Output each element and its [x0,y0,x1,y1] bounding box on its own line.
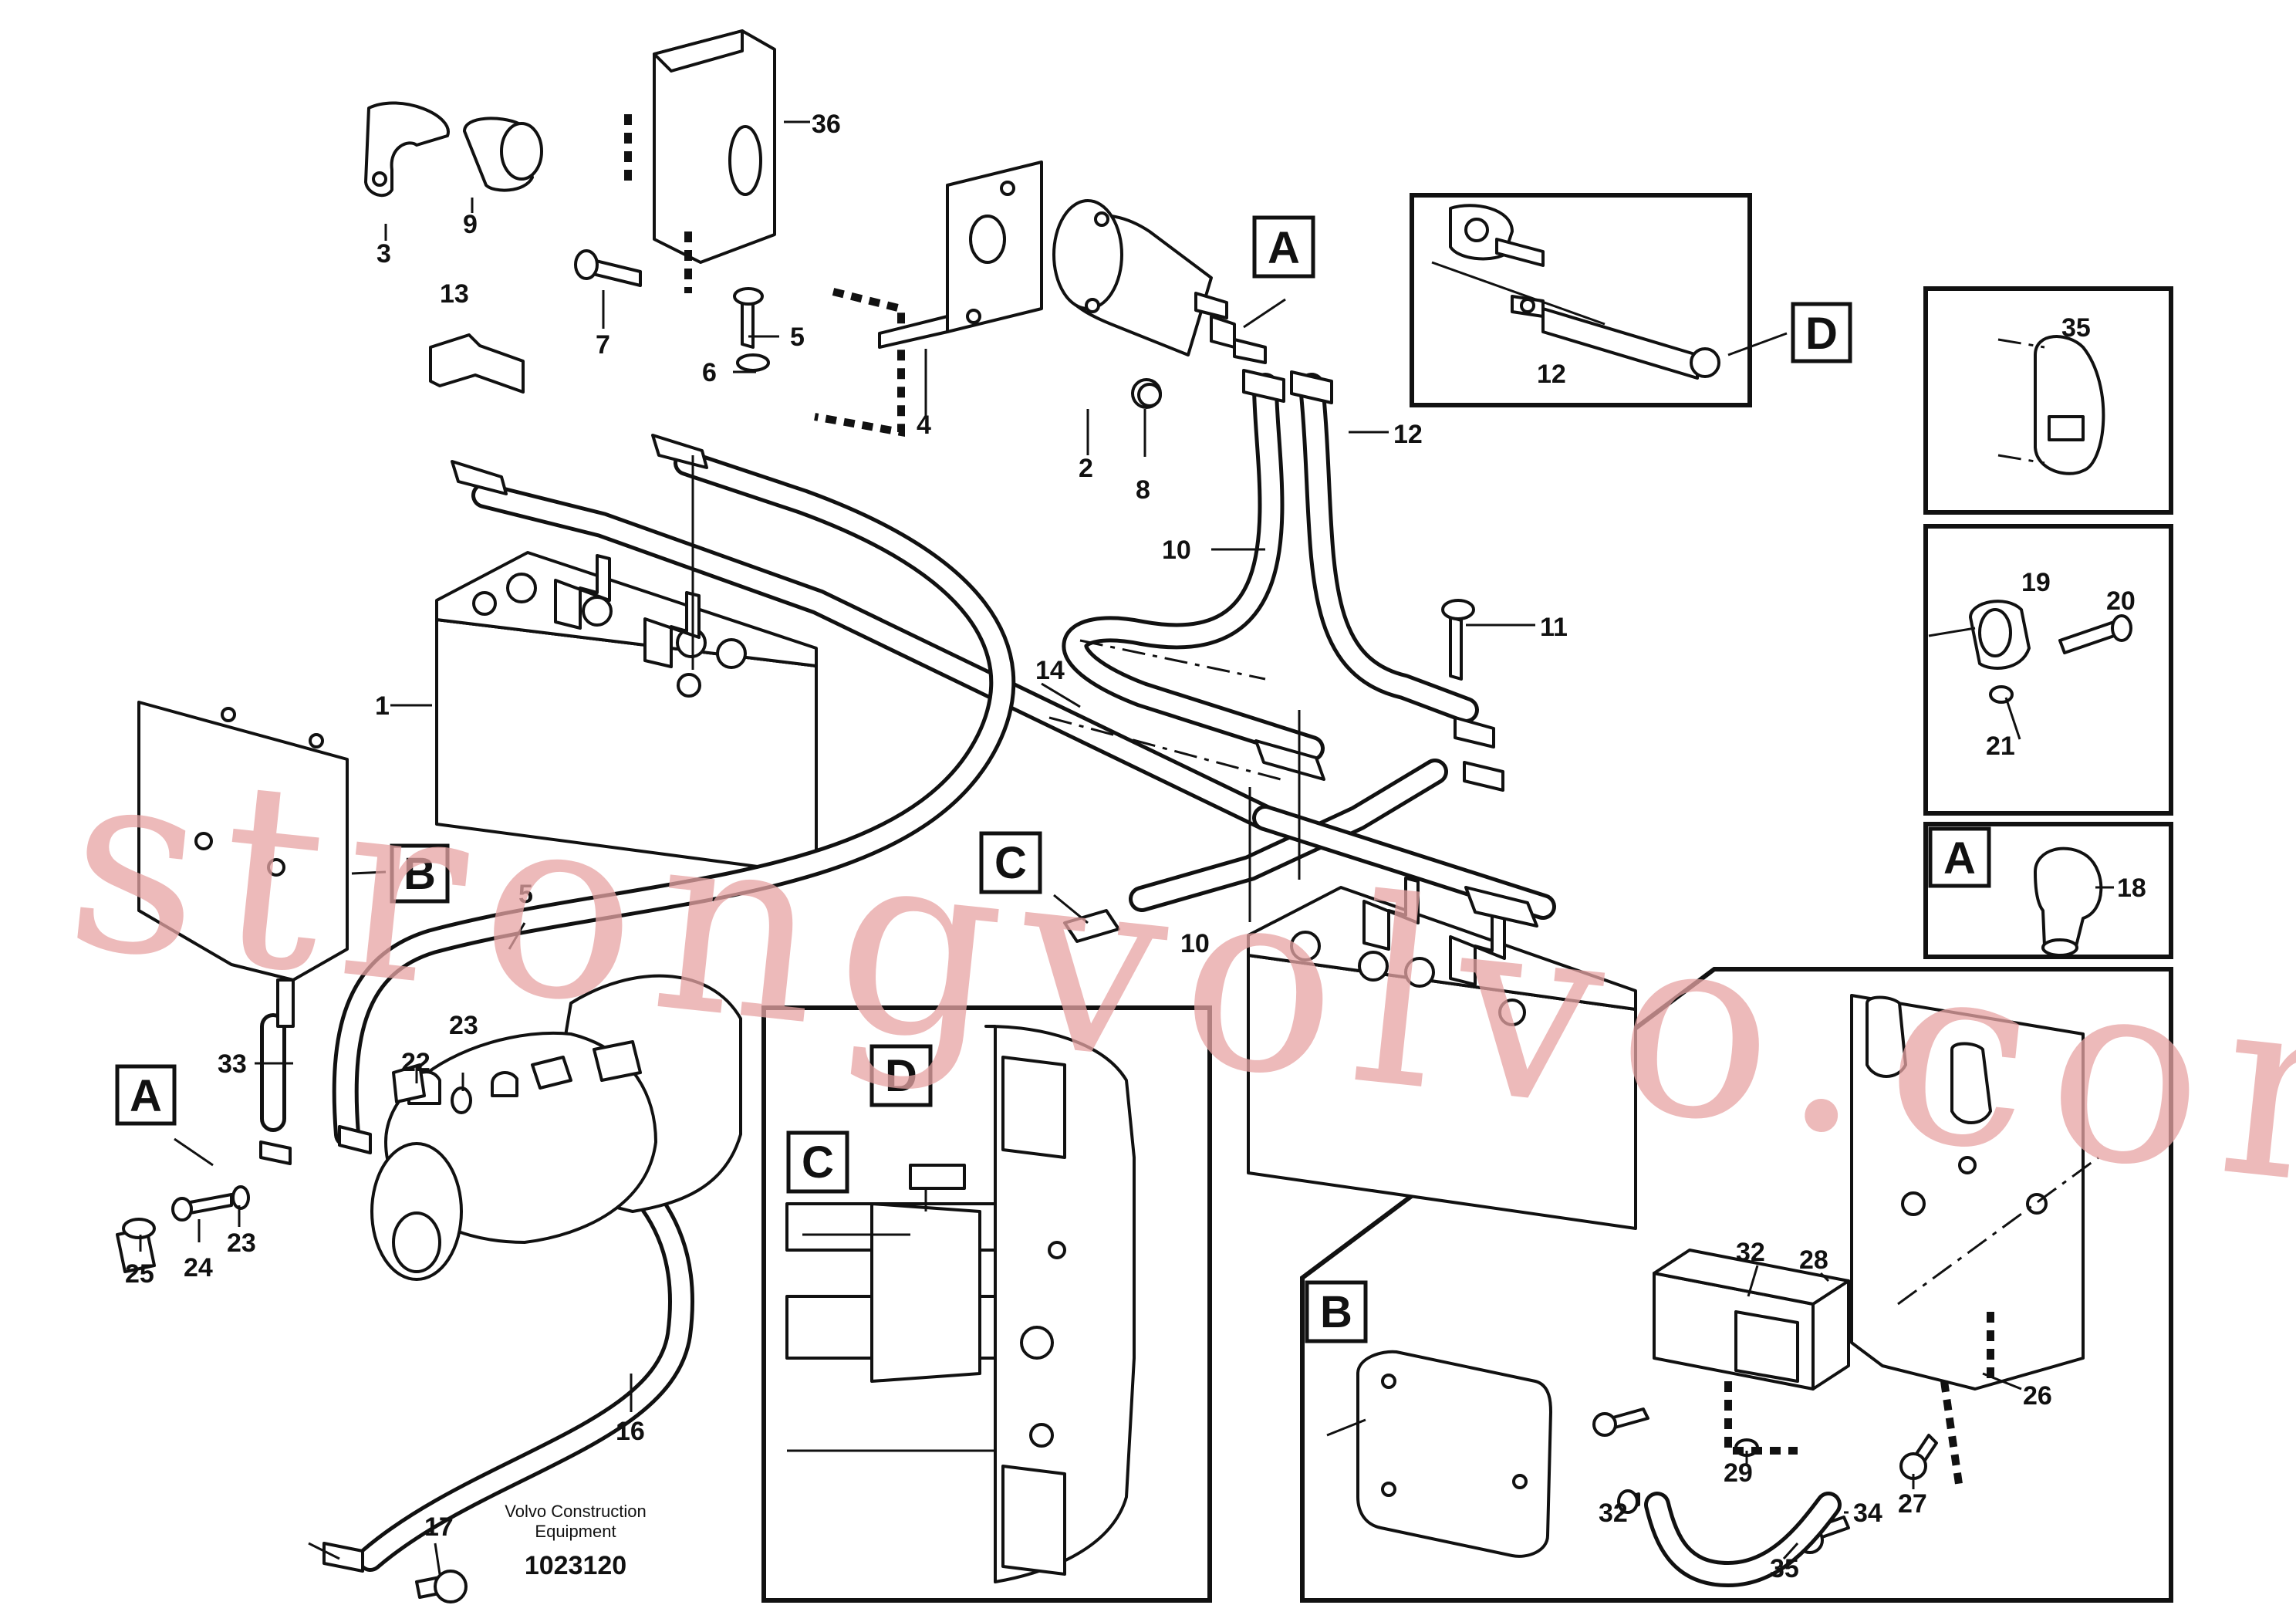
view-tag-b-arrow-text: B [403,849,436,899]
callout-2: 2 [1079,454,1093,483]
callout-18: 18 [2117,874,2146,903]
callout-8: 8 [1136,475,1150,505]
view-tag-a-starter-text: A [130,1071,162,1121]
callout-16: 16 [616,1417,645,1446]
power-plate-b [137,701,349,1028]
callout-10-main: 10 [1162,536,1191,565]
detail-35-frame [1923,286,2173,515]
callout-36: 36 [812,110,841,139]
leader-lines [139,120,2114,1575]
plate-4 [878,161,1043,349]
caption-line-1: Volvo Construction [505,1502,646,1521]
callout-33: 34 [1853,1499,1882,1528]
caption-line-2: Equipment [535,1522,616,1541]
view-tag-c-inset-text: C [802,1137,834,1188]
drawing-number: 1023120 [525,1551,626,1580]
callout-21: 21 [1986,732,2015,761]
detail-b-content [1326,994,2099,1588]
callout-3: 3 [376,239,391,269]
detail-d-content [1431,204,1720,380]
callout-24: 24 [184,1253,213,1282]
callout-23-bottom: 23 [227,1228,256,1258]
caption-block: Volvo Construction Equipment 1023120 [505,1502,646,1580]
view-tag-a-detail-text: A [1943,833,1976,884]
callout-11: 11 [1540,613,1568,642]
callout-22: 22 [401,1048,430,1077]
view-tag-a-main: A [1252,215,1315,279]
view-tag-d-inset-text: D [885,1051,917,1101]
callout-numbers: 36 3 9 13 7 5 6 4 2 8 12 12 10 11 14 1 5… [125,110,2146,1583]
main-switch-2 [1052,199,1267,409]
view-tag-c-inset: C [786,1130,849,1194]
callout-29: 29 [1724,1458,1753,1488]
callout-32-detail: 32 [1599,1499,1628,1528]
callout-12-detail: 12 [1537,360,1566,389]
battery-cables [259,369,1556,1573]
callout-23-top: 23 [449,1011,478,1040]
callout-7: 7 [596,330,610,360]
view-tag-a-detail: A [1928,826,1991,888]
callout-5: 5 [790,323,805,352]
view-arrows [174,298,1788,1167]
view-tag-c-cable: C [979,831,1042,894]
callout-20: 20 [2106,586,2136,616]
hardware-22-25 [116,1063,472,1603]
detail-b-frame [1300,967,2173,1603]
detail-clamp-content [1969,600,2132,704]
detail-a-18-content [2034,846,2103,957]
callout-35: 35 [2061,313,2091,343]
callout-9: 9 [463,210,478,239]
callout-31: 32 [1736,1238,1765,1267]
inset-location-frame [761,1005,1212,1603]
callout-10-cable: 10 [1180,929,1210,958]
small-parts [364,101,1475,681]
view-tag-b-detail-text: B [1320,1287,1352,1337]
callout-32-main: 33 [218,1049,247,1079]
callout-14: 13 [440,279,469,309]
view-tag-d-detail: D [1791,302,1852,363]
callout-13: 14 [1035,656,1065,685]
detail-35-content [1997,335,2105,475]
view-tag-a-main-text: A [1268,223,1300,273]
detail-d-frame [1410,193,1752,407]
view-tag-d-detail-text: D [1805,309,1838,359]
view-tag-b-detail: B [1305,1280,1368,1343]
view-tag-b-arrow: B [390,843,450,904]
callout-17: 17 [424,1512,454,1542]
view-tags: A D B C A A B C [115,215,1991,1343]
callout-25: 25 [125,1259,154,1289]
cable-13-centerline [1048,639,1281,781]
battery-right [1247,877,1637,1230]
detail-a-18-frame [1923,822,2173,959]
view-tag-c-cable-text: C [994,838,1027,888]
callout-4: 4 [917,411,931,440]
mounting-bracket-36 [624,29,905,437]
detail-19-21-frame [1923,524,2173,816]
callout-1: 1 [375,691,390,721]
callout-26: 26 [2023,1381,2052,1411]
callout-12-main: 12 [1393,420,1423,449]
callout-5-cable: 5 [518,880,533,909]
battery-left [435,551,818,876]
view-tag-a-starter: A [115,1064,177,1126]
callout-19: 19 [2021,568,2051,597]
starter-motor [370,974,742,1281]
inset-location-content [785,1025,1136,1583]
callout-28: 28 [1799,1245,1828,1275]
callout-34: 35 [1770,1554,1799,1583]
callout-27: 27 [1898,1489,1927,1519]
detail-frames [761,193,2173,1603]
view-tag-d-inset: D [869,1044,933,1107]
callout-6: 6 [702,358,717,387]
